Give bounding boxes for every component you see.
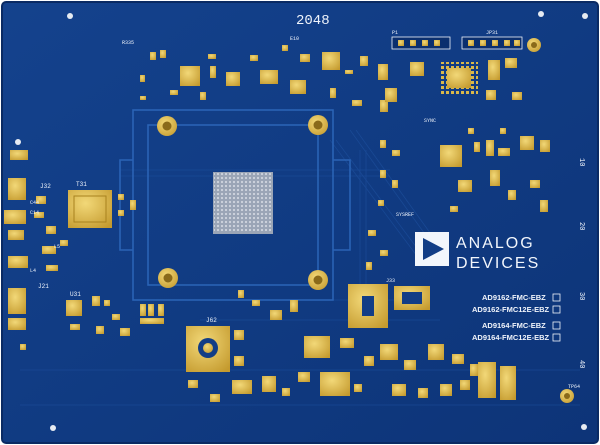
scale-20: 20 — [577, 222, 585, 230]
label-c44: C44 — [30, 200, 39, 206]
qfn-chip-top-right — [385, 58, 522, 102]
brand-line-1: ANALOG — [456, 235, 535, 252]
brand-line-2: DEVICES — [456, 255, 540, 272]
label-sysref: SYSREF — [396, 212, 414, 218]
variant-3: AD9164-FMC-EBZ — [482, 321, 546, 330]
variant-2: AD9162-FMC12E-EBZ — [472, 305, 550, 314]
variant-list: AD9162-FMC-EBZ AD9162-FMC12E-EBZ AD9164-… — [472, 293, 561, 342]
scale-30: 30 — [577, 292, 585, 300]
label-r335: R335 — [122, 40, 134, 46]
label-j62: J62 — [206, 317, 217, 324]
label-sync: SYNC — [424, 118, 436, 124]
sma-connector-pads — [348, 284, 516, 400]
variant-4: AD9164-FMC12E-EBZ — [472, 333, 550, 342]
label-jp31: JP31 — [486, 30, 498, 36]
label-j33: J33 — [386, 278, 395, 284]
component-cluster-right — [366, 128, 550, 270]
label-j21: J21 — [38, 283, 49, 290]
component-cluster-top — [140, 45, 388, 112]
label-p1: P1 — [392, 30, 398, 36]
label-l5: L5 — [54, 244, 60, 250]
left-edge-connectors — [4, 150, 58, 350]
label-u31: U31 — [70, 291, 81, 298]
component-cluster-bottom-left — [66, 296, 164, 336]
variant-1: AD9162-FMC-EBZ — [482, 293, 546, 302]
analog-devices-logo: ANALOG DEVICES — [415, 232, 540, 272]
component-cluster-bottom — [188, 290, 478, 402]
scale-40: 40 — [577, 360, 585, 368]
label-l4: L4 — [30, 268, 36, 274]
label-t31: T31 — [76, 181, 87, 188]
transformer-t31 — [60, 190, 136, 246]
label-e10: E10 — [290, 36, 299, 42]
label-c14: C14 — [30, 210, 39, 216]
scale-10: 10 — [577, 158, 585, 166]
mounting-holes — [15, 11, 588, 431]
edge-scale: 10 20 30 40 — [577, 158, 585, 368]
board-id-marking: 2048 — [296, 13, 330, 29]
header-connector-p1 — [391, 36, 523, 50]
label-j32: J32 — [40, 183, 51, 190]
label-tp64: TP64 — [568, 384, 580, 390]
connector-j62 — [186, 326, 244, 372]
